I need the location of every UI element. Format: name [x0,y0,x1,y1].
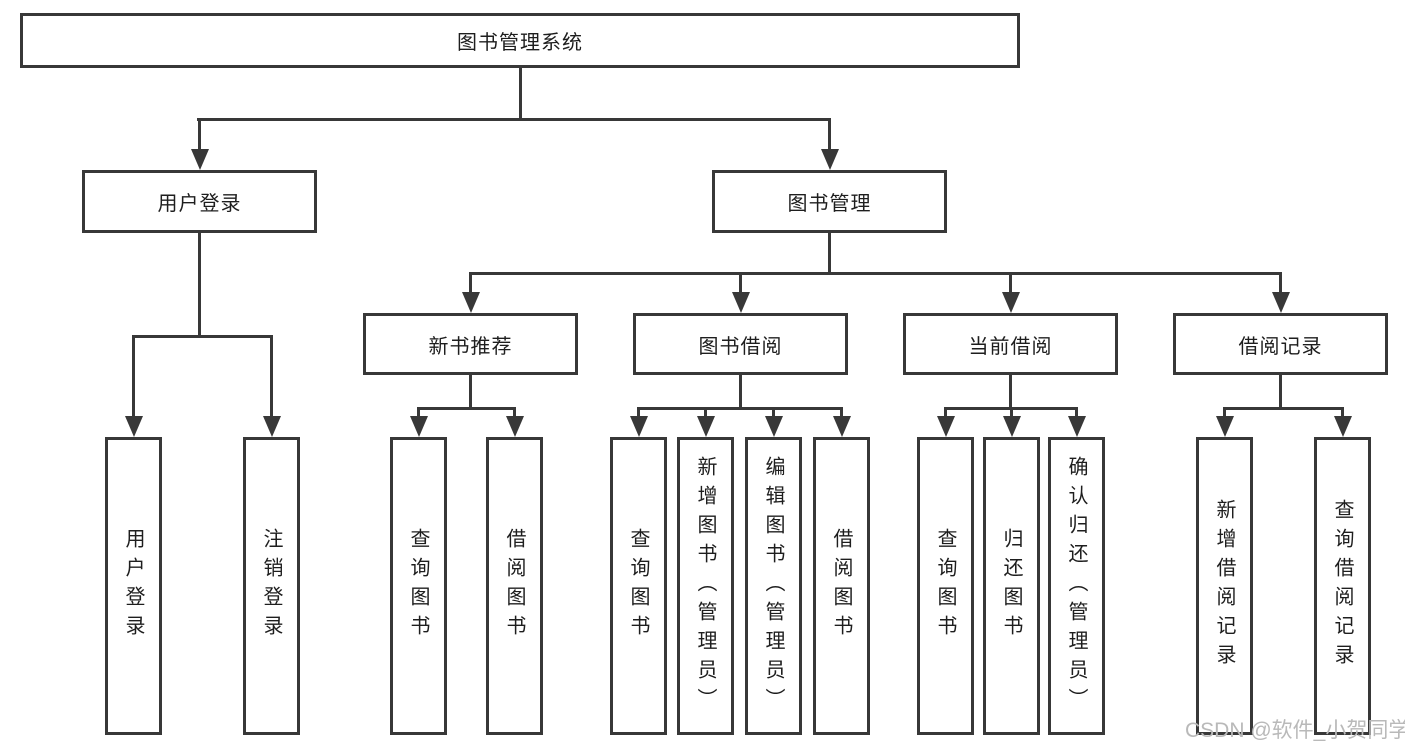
leaf-label: 新增图书（管理员） [694,455,716,717]
leaf-borrow-books: 借阅图书 [813,437,870,735]
leaf-return-book: 归还图书 [983,437,1040,735]
connector-line [197,118,831,121]
leaf-query-books-recommend: 查询图书 [390,437,447,735]
node-library-management-system: 图书管理系统 [20,13,1020,68]
connector-line [1279,375,1282,409]
arrow-down-icon [732,292,750,313]
connector-line [637,407,640,419]
leaf-confirm-return-admin: 确认归还（管理员） [1048,437,1105,735]
leaf-label: 查询图书 [627,528,649,644]
leaf-borrow-books-recommend: 借阅图书 [486,437,543,735]
arrow-down-icon [506,416,524,437]
connector-line [637,407,842,410]
connector-line [1279,272,1282,294]
leaf-logout-login: 注销登录 [243,437,300,735]
connector-line [772,407,775,419]
connector-line [1010,407,1013,419]
arrow-down-icon [1216,416,1234,437]
connector-line [1341,407,1344,419]
leaf-label: 查询借阅记录 [1331,499,1353,673]
connector-line [513,407,516,419]
connector-line [519,68,522,120]
csdn-watermark: CSDN @软件_小贺同学 [1185,719,1405,742]
leaf-query-books-borrow: 查询图书 [610,437,667,735]
arrow-down-icon [1272,292,1290,313]
leaf-label: 编辑图书（管理员） [762,455,784,717]
node-label: 当前借阅 [968,335,1053,358]
leaf-user-login: 用户登录 [105,437,162,735]
arrow-down-icon [125,416,143,437]
arrow-down-icon [630,416,648,437]
leaf-query-borrow-record: 查询借阅记录 [1314,437,1371,735]
leaf-edit-book-admin: 编辑图书（管理员） [745,437,802,735]
connector-line [132,335,273,338]
connector-line [270,335,273,418]
node-new-book-recommend: 新书推荐 [363,313,578,375]
connector-line [739,272,742,294]
node-book-borrow: 图书借阅 [633,313,848,375]
arrow-down-icon [821,149,839,170]
leaf-query-books-current: 查询图书 [917,437,974,735]
node-label: 图书管理 [787,193,872,215]
leaf-label: 确认归还（管理员） [1065,455,1087,717]
leaf-label: 新增借阅记录 [1213,499,1235,673]
arrow-down-icon [462,292,480,313]
leaf-label: 借阅图书 [503,528,525,644]
arrow-down-icon [1002,292,1020,313]
node-label: 图书借阅 [698,335,783,358]
leaf-label: 归还图书 [1000,528,1022,644]
node-user-login: 用户登录 [82,170,317,233]
arrow-down-icon [697,416,715,437]
node-label: 用户登录 [157,193,242,215]
connector-line [704,407,707,419]
leaf-label: 注销登录 [260,528,282,644]
connector-line [417,407,516,410]
connector-line [1009,272,1012,294]
connector-line [1223,407,1226,419]
connector-line [739,375,742,409]
node-book-management: 图书管理 [712,170,947,233]
arrow-down-icon [833,416,851,437]
leaf-label: 借阅图书 [830,528,852,644]
connector-line [132,335,135,418]
leaf-add-book-admin: 新增图书（管理员） [677,437,734,735]
connector-line [469,375,472,409]
node-label: 图书管理系统 [457,32,583,54]
node-borrow-records: 借阅记录 [1173,313,1388,375]
connector-line [198,233,201,337]
arrow-down-icon [765,416,783,437]
connector-line [1009,375,1012,409]
leaf-label: 查询图书 [934,528,956,644]
connector-line [417,407,420,419]
connector-line [1223,407,1343,410]
connector-line [469,272,472,294]
arrow-down-icon [1334,416,1352,437]
connector-line [828,233,831,274]
leaf-label: 查询图书 [407,528,429,644]
leaf-label: 用户登录 [122,528,144,644]
connector-line [944,407,947,419]
connector-line [840,407,843,419]
node-current-borrow: 当前借阅 [903,313,1118,375]
node-label: 新书推荐 [428,335,513,358]
connector-line [828,118,831,151]
arrow-down-icon [937,416,955,437]
arrow-down-icon [1068,416,1086,437]
connector-line [469,272,1281,275]
arrow-down-icon [1003,416,1021,437]
node-label: 借阅记录 [1238,335,1323,358]
arrow-down-icon [410,416,428,437]
arrow-down-icon [191,149,209,170]
arrow-down-icon [263,416,281,437]
connector-line [1075,407,1078,419]
leaf-add-borrow-record: 新增借阅记录 [1196,437,1253,735]
connector-line [198,118,201,151]
